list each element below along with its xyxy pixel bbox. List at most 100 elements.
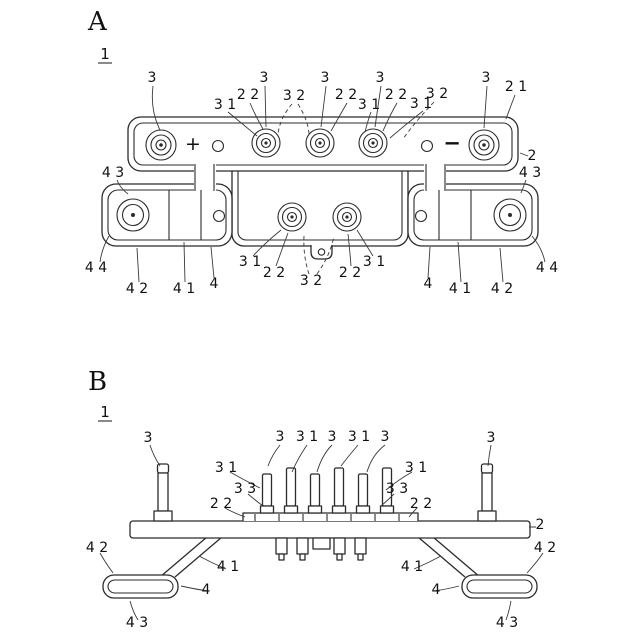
left-leg-outer — [159, 536, 208, 578]
terminal-lower-2 — [332, 202, 362, 232]
view-b-body — [102, 512, 538, 599]
ref-label: 4 3 — [102, 165, 124, 181]
view-b: B 1 — [86, 367, 556, 631]
ref-label: 3 2 — [300, 273, 322, 289]
ref-label: 3 — [144, 430, 153, 446]
ref-label: 3 1 — [405, 460, 427, 476]
view-a-ref-1: 1 — [100, 45, 110, 63]
center-pin-3 — [307, 473, 323, 514]
left-foot-outer — [102, 574, 179, 599]
bottom-tab-wide — [312, 537, 331, 550]
ref-label: 3 1 — [348, 429, 370, 445]
ref-label: 4 — [210, 276, 219, 292]
center-pin-4 — [331, 467, 347, 514]
ref-label: 3 — [482, 70, 491, 86]
ref-label: 3 1 — [410, 96, 432, 112]
right-wing-outer — [407, 183, 539, 247]
ref-label: 4 1 — [449, 281, 471, 297]
terminal-middle-1 — [251, 128, 281, 158]
rail-hole-right — [420, 139, 434, 153]
view-a-leader-lines — [99, 85, 546, 283]
right-foot-outer — [461, 574, 538, 599]
ref-label: 3 — [487, 430, 496, 446]
ref-label: 2 — [536, 517, 545, 533]
tab-stub — [357, 553, 364, 561]
view-b-leader-lines — [99, 444, 544, 621]
ref-label: 4 — [424, 276, 433, 292]
right-connector-gap — [424, 161, 446, 192]
view-b-letter: B — [88, 367, 107, 397]
ref-label: 3 1 — [239, 254, 261, 270]
top-rail-outer — [127, 116, 519, 172]
bottom-tab — [310, 245, 333, 260]
view-a-dashed-leaders — [277, 101, 435, 275]
view-a: A 1 — [85, 7, 558, 297]
wing-hole-right — [414, 209, 428, 223]
terminal-middle-2 — [305, 128, 335, 158]
view-a-labels: 3 3 1 2 2 3 3 2 3 2 2 3 1 3 2 2 3 1 3 2 … — [85, 70, 558, 297]
ref-label: 3 — [328, 429, 337, 445]
ref-label: 3 — [381, 429, 390, 445]
right-leg-outer — [432, 536, 481, 578]
center-platform — [242, 512, 419, 521]
terminal-left — [145, 129, 177, 161]
ref-label: 4 1 — [217, 559, 239, 575]
ref-label: 2 2 — [335, 87, 357, 103]
right-wing-inner — [413, 189, 533, 241]
ref-label: 2 2 — [237, 87, 259, 103]
bottom-tab — [296, 537, 309, 555]
ref-label: 3 1 — [215, 460, 237, 476]
minus-symbol: − — [443, 131, 461, 155]
view-a-terminals: + − — [116, 128, 527, 240]
ref-label: 4 — [432, 582, 441, 598]
ref-label: 3 — [148, 70, 157, 86]
left-leg-inner — [174, 536, 223, 578]
ref-label: 4 2 — [126, 281, 148, 297]
ref-label: 2 1 — [505, 79, 527, 95]
ref-label: 3 2 — [283, 88, 305, 104]
ref-label: 4 3 — [496, 615, 518, 631]
ref-label: 3 3 — [234, 481, 256, 497]
tab-stub — [278, 553, 285, 561]
ref-label: 3 1 — [363, 254, 385, 270]
right-leg-inner — [417, 536, 466, 578]
left-wing-inner — [107, 189, 227, 241]
terminal-right — [468, 129, 500, 161]
ref-label: 2 2 — [339, 265, 361, 281]
bottom-tab — [333, 537, 346, 555]
ref-label: 3 1 — [296, 429, 318, 445]
ref-label: 2 2 — [410, 496, 432, 512]
ref-label: 4 1 — [173, 281, 195, 297]
outer-pin-right — [477, 463, 497, 522]
ref-label: 3 — [321, 70, 330, 86]
base-plate — [129, 520, 531, 539]
center-pin-6 — [379, 467, 395, 514]
bottom-tab — [275, 537, 288, 555]
center-pin-2 — [283, 467, 299, 514]
ref-label: 3 — [276, 429, 285, 445]
ref-label: 3 1 — [358, 97, 380, 113]
ref-label: 3 2 — [426, 86, 448, 102]
mount-ring-left — [116, 198, 150, 232]
left-connector-gap — [194, 161, 216, 192]
terminal-lower-1 — [277, 202, 307, 232]
view-b-pins — [153, 463, 497, 522]
tab-stub — [336, 553, 343, 561]
bottom-tab-hole — [317, 248, 326, 256]
ref-label: 4 2 — [86, 540, 108, 556]
outer-pin-left — [153, 463, 173, 522]
ref-label: 4 4 — [536, 260, 558, 276]
ref-label: 2 — [528, 148, 537, 164]
ref-label: 4 2 — [534, 540, 556, 556]
mount-ring-right — [493, 198, 527, 232]
right-foot-inner — [466, 579, 533, 594]
ref-label: 4 2 — [491, 281, 513, 297]
ref-label: 4 3 — [519, 165, 541, 181]
ref-label: 3 3 — [386, 481, 408, 497]
ref-label: 3 — [260, 70, 269, 86]
ref-label: 4 — [202, 582, 211, 598]
tab-stub — [299, 553, 306, 561]
left-wing-outer — [101, 183, 233, 247]
